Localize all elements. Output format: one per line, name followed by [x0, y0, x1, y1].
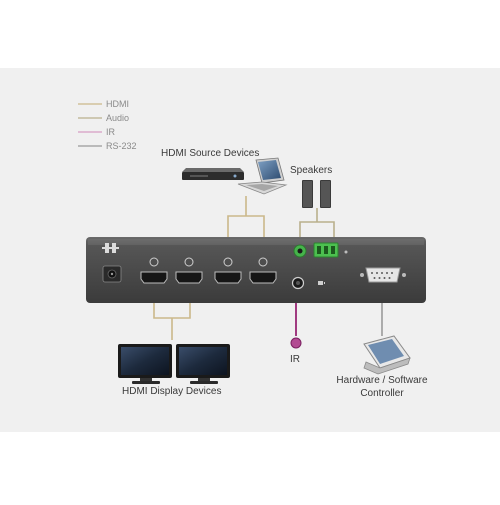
hdmi-display-devices-label: HDMI Display Devices — [122, 386, 222, 397]
hdmi-port-in-2 — [249, 257, 277, 284]
dvd-player-icon — [182, 168, 244, 180]
legend-label-audio: Audio — [106, 113, 130, 123]
ir-label: IR — [290, 354, 300, 365]
hdmi-port-out-2 — [175, 257, 203, 284]
hdmi-display-cables — [153, 300, 191, 340]
speakers-label: Speakers — [290, 165, 333, 176]
monitor-icon-2 — [176, 344, 230, 384]
controller-label-line1: Hardware / Software — [336, 375, 428, 386]
hdmi-port-out-1 — [140, 257, 168, 284]
ir-symbol-icon — [318, 281, 325, 285]
legend-label-rs232: RS-232 — [106, 141, 137, 151]
power-jack-icon — [102, 265, 122, 283]
audio-cables — [299, 208, 335, 240]
controller-label-line2: Controller — [360, 388, 404, 399]
legend-label-hdmi: HDMI — [106, 99, 129, 109]
speaker-icon — [302, 180, 331, 208]
hdmi-port-in-1 — [214, 257, 242, 284]
terminal-block-icon — [313, 242, 339, 258]
audio-jack-icon — [293, 244, 307, 258]
ir-sensor-icon — [290, 337, 302, 349]
legend-lines — [78, 103, 102, 147]
ground-icon — [102, 243, 119, 253]
legend-label-ir: IR — [106, 127, 115, 137]
hdmi-source-devices-label: HDMI Source Devices — [161, 148, 260, 159]
rs232-port-icon — [360, 267, 406, 283]
matrix-switch-device — [86, 237, 426, 303]
monitor-icon — [118, 344, 172, 384]
ir-jack-icon — [291, 276, 305, 290]
status-led — [344, 250, 348, 254]
tablet-controller-icon — [363, 335, 411, 375]
laptop-icon — [237, 157, 288, 195]
